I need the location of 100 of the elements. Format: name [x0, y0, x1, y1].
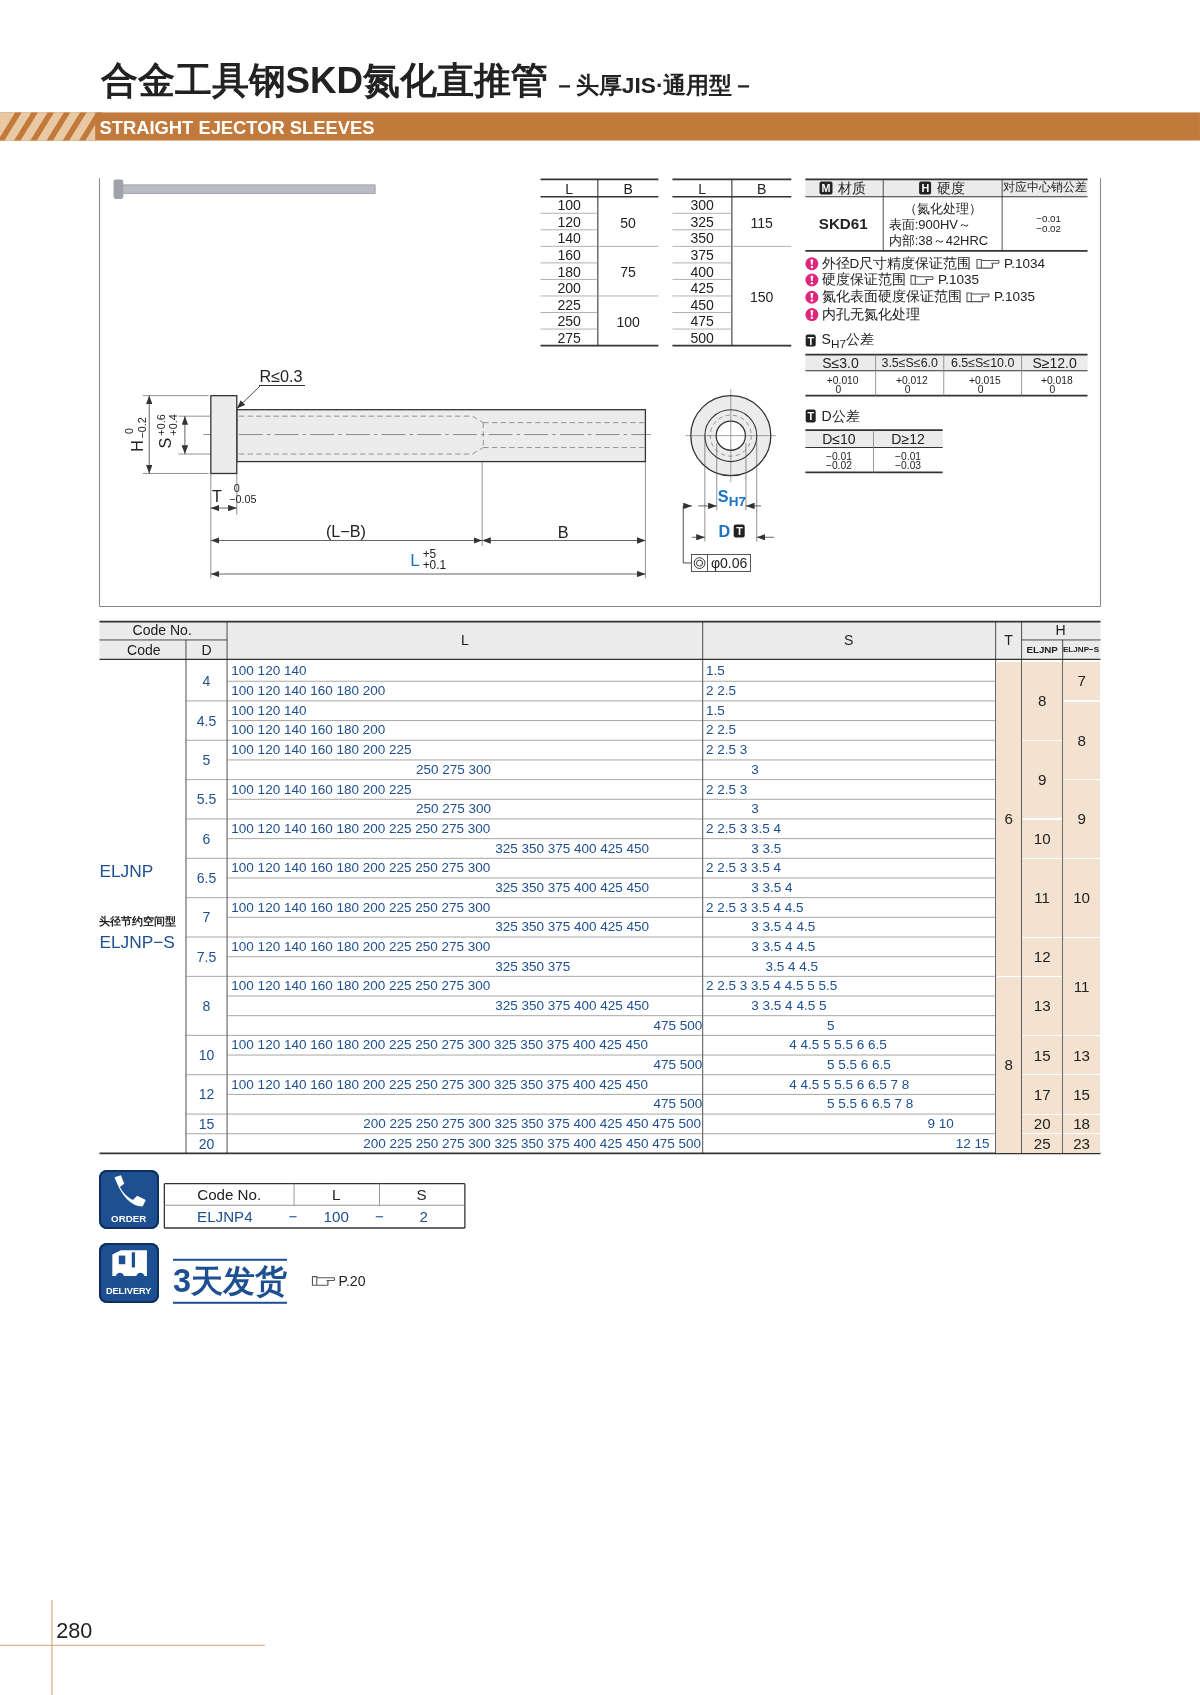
table-cell: 6.5 — [196, 871, 217, 886]
table-cell: 3.5 4 4.5 — [765, 959, 818, 974]
table-header: 对应中心销公差 — [1003, 182, 1088, 195]
table-cell: 100 120 140 — [231, 664, 307, 679]
table-cell: 2 2.5 3 3.5 4 — [705, 861, 781, 875]
tolerance-value: +0.010 — [826, 375, 859, 386]
table-cell: 1.5 — [705, 704, 725, 718]
table-cell: 20 — [198, 1136, 215, 1151]
table-cell: 100 120 140 160 180 200 225 — [231, 743, 412, 757]
table-cell: 2 2.5 3 — [705, 782, 748, 797]
table-cell: 475 500 — [653, 1018, 703, 1033]
table-cell: 6 — [996, 661, 1022, 976]
tolerance-value: −0.01 — [895, 452, 922, 463]
table-cell: 100 120 140 160 180 200 225 — [231, 782, 412, 797]
table-cell: 115 — [750, 215, 773, 230]
page-reference: P.1035 — [994, 290, 1036, 305]
dimension-label: (L−B) — [325, 522, 366, 539]
table-cell: 250 — [557, 314, 581, 329]
table-header: B — [756, 182, 767, 197]
table-cell: 5 — [827, 1018, 835, 1033]
table-cell: 17 — [1022, 1075, 1063, 1114]
radius-label: R≤0.3 — [259, 367, 305, 386]
table-cell: 300 — [690, 198, 714, 213]
tolerance-value: −0.02 — [825, 460, 852, 472]
note-text: 硬度保证范围 — [821, 273, 906, 287]
table-cell: 4.5 — [196, 713, 217, 728]
table-header: ELJNP — [1026, 644, 1058, 655]
table-cell: 2 2.5 3 3.5 4 4.5 5 5.5 — [705, 979, 838, 993]
table-cell: 200 — [557, 281, 581, 296]
table-cell: 7.5 — [196, 949, 217, 964]
tolerance-value: −0.01 — [1036, 214, 1061, 225]
table-cell: 5 5.5 6 6.5 — [827, 1058, 891, 1072]
product-code: ELJNP — [99, 863, 154, 882]
table-cell: 250 275 300 — [416, 802, 492, 816]
table-cell: 7 — [1063, 661, 1100, 701]
table-header: Code — [127, 642, 161, 657]
table-cell: 12 — [198, 1087, 215, 1102]
table-header: Code No. — [197, 1187, 262, 1203]
tolerance-value: φ0.06 — [709, 555, 749, 570]
dimension-label: B — [557, 523, 569, 540]
table-cell: 150 — [749, 290, 774, 305]
table-cell: 325 350 375 400 425 450 — [495, 999, 650, 1013]
dimension-tolerance: +5 — [422, 548, 437, 561]
dimension-tolerance: +0.4 — [167, 414, 179, 436]
table-cell: 15 — [198, 1117, 215, 1131]
table-cell: 4 4.5 5 5.5 6 6.5 — [789, 1038, 887, 1053]
table-title: S$_{H7}$公差 — [821, 331, 874, 350]
page-title: 合金工具钢SKD氮化直推管 — [100, 62, 549, 100]
table-cell: 100 120 140 160 180 200 225 250 275 300 — [231, 822, 491, 836]
table-cell: 3 — [751, 802, 759, 816]
table-cell: 100 120 140 160 180 200 225 250 275 300 325 350 375 400 425 450 — [231, 1077, 648, 1092]
table-cell: 4 — [202, 674, 211, 689]
page-reference: P.1035 — [938, 273, 980, 287]
table-header: H — [1055, 623, 1066, 638]
dimension-tolerance: 0 — [123, 428, 135, 435]
dimension-tolerance: +0.6 — [155, 414, 167, 436]
badge-label: ORDER — [111, 1214, 147, 1225]
table-cell: 100 — [616, 314, 640, 329]
table-header: S≥12.0 — [1032, 356, 1077, 371]
table-cell: 15 — [1022, 1036, 1063, 1075]
table-cell: 10 — [198, 1048, 215, 1063]
table-cell: 325 350 375 400 425 450 — [495, 881, 650, 895]
table-cell: 100 120 140 160 180 200 225 250 275 300 — [231, 979, 491, 993]
tolerance-value: +0.018 — [1040, 375, 1073, 386]
table-cell: 2 — [419, 1209, 428, 1225]
tolerance-value: 0 — [1049, 385, 1056, 396]
table-cell: 3 3.5 4 4.5 — [751, 920, 816, 934]
table-header: B — [623, 182, 633, 197]
table-cell: 15 — [1063, 1075, 1100, 1114]
table-cell: 160 — [557, 248, 581, 263]
tolerance-value: −0.01 — [825, 452, 852, 463]
table-cell: 100 120 140 160 180 200 — [231, 723, 386, 738]
table-cell: 3 3.5 4 4.5 5 — [751, 999, 827, 1013]
letter-badge: T — [734, 524, 745, 538]
table-header: T — [1004, 633, 1013, 647]
table-cell: 475 — [690, 314, 714, 329]
table-header: L — [332, 1187, 341, 1203]
letter-badge: T — [805, 409, 817, 423]
badge-label: DELIVERY — [105, 1287, 152, 1297]
table-cell: 425 — [690, 281, 714, 296]
page-subtitle: －头厚JIS·通用型－ — [552, 74, 756, 97]
letter-badge: T — [805, 334, 817, 347]
note-text: 外径D尺寸精度保证范围 — [821, 257, 972, 271]
table-header: 硬度 — [937, 181, 966, 196]
note-text: 内孔无氮化处理 — [821, 307, 920, 322]
table-header: 3.5≤S≤6.0 — [881, 357, 938, 370]
material-name: SKD61 — [818, 216, 868, 232]
table-cell: 9 10 — [927, 1117, 954, 1131]
table-cell: 3 3.5 — [751, 841, 782, 856]
table-header: 6.5≤S≤10.0 — [951, 357, 1015, 370]
table-header: L — [565, 182, 574, 197]
table-cell: 100 120 140 160 180 200 225 250 275 300 325 350 375 400 425 450 — [231, 1038, 648, 1053]
tolerance-value: 0 — [904, 385, 911, 396]
tolerance-frame — [690, 553, 752, 572]
table-cell: ELJNP4 — [197, 1209, 253, 1225]
table-cell: 2 2.5 3 3.5 4 — [705, 822, 781, 836]
table-header: ELJNP−S — [1062, 645, 1100, 654]
table-cell: 100 120 140 160 180 200 — [231, 684, 386, 698]
table-cell: 8 — [202, 998, 211, 1013]
dimension-label: S — [157, 437, 174, 449]
